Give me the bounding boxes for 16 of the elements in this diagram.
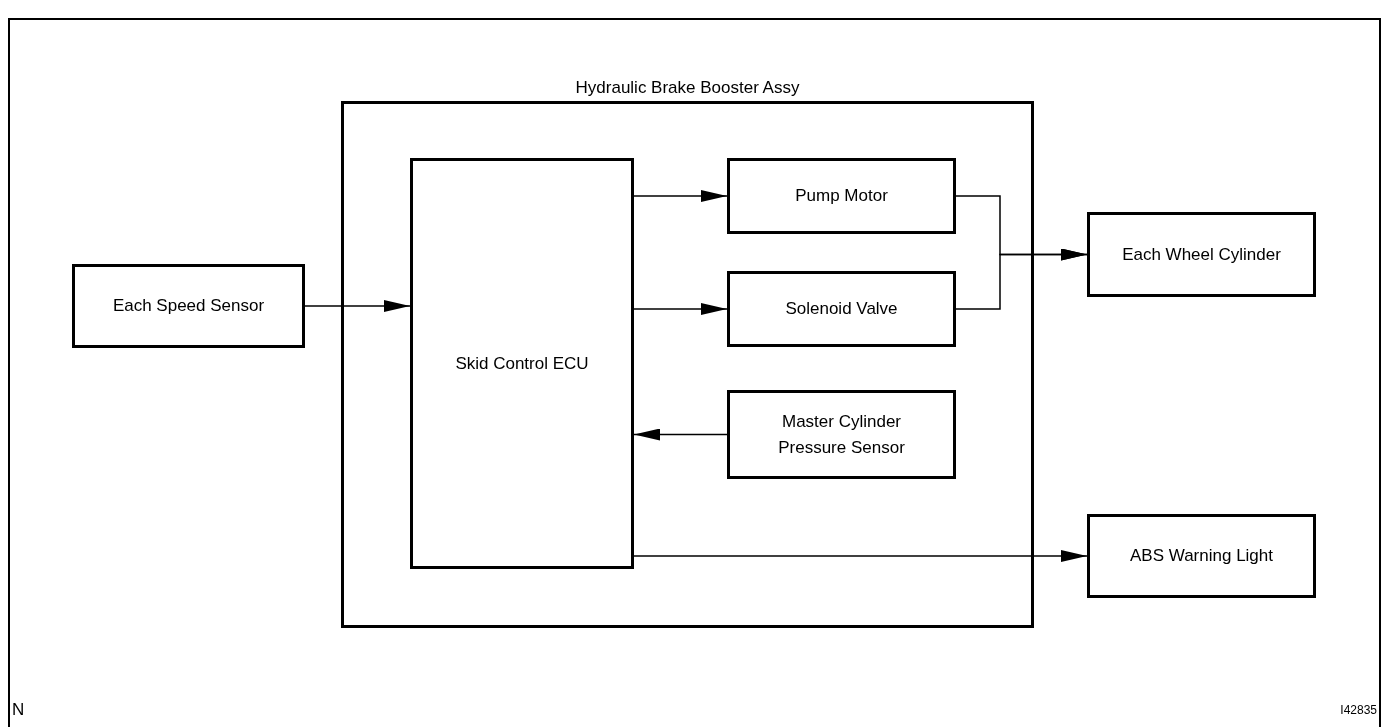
block-box: Skid Control ECU xyxy=(410,158,634,569)
block-box: ABS Warning Light xyxy=(1087,514,1316,598)
arrow xyxy=(633,190,728,202)
block-box: Each Speed Sensor xyxy=(72,264,305,348)
block-box: Master Cylinder Pressure Sensor xyxy=(727,390,956,479)
arrow xyxy=(633,428,728,441)
arrow xyxy=(304,300,411,312)
assembly-title: Hydraulic Brake Booster Assy xyxy=(574,78,801,98)
arrow xyxy=(633,550,1088,562)
corner-label: N xyxy=(12,700,25,720)
block-box: Each Wheel Cylinder xyxy=(1087,212,1316,297)
corner-label: I42835 xyxy=(1340,702,1377,719)
block-box: Solenoid Valve xyxy=(727,271,956,347)
block-box: Pump Motor xyxy=(727,158,956,234)
arrow xyxy=(633,303,728,315)
arrow xyxy=(955,248,1088,310)
